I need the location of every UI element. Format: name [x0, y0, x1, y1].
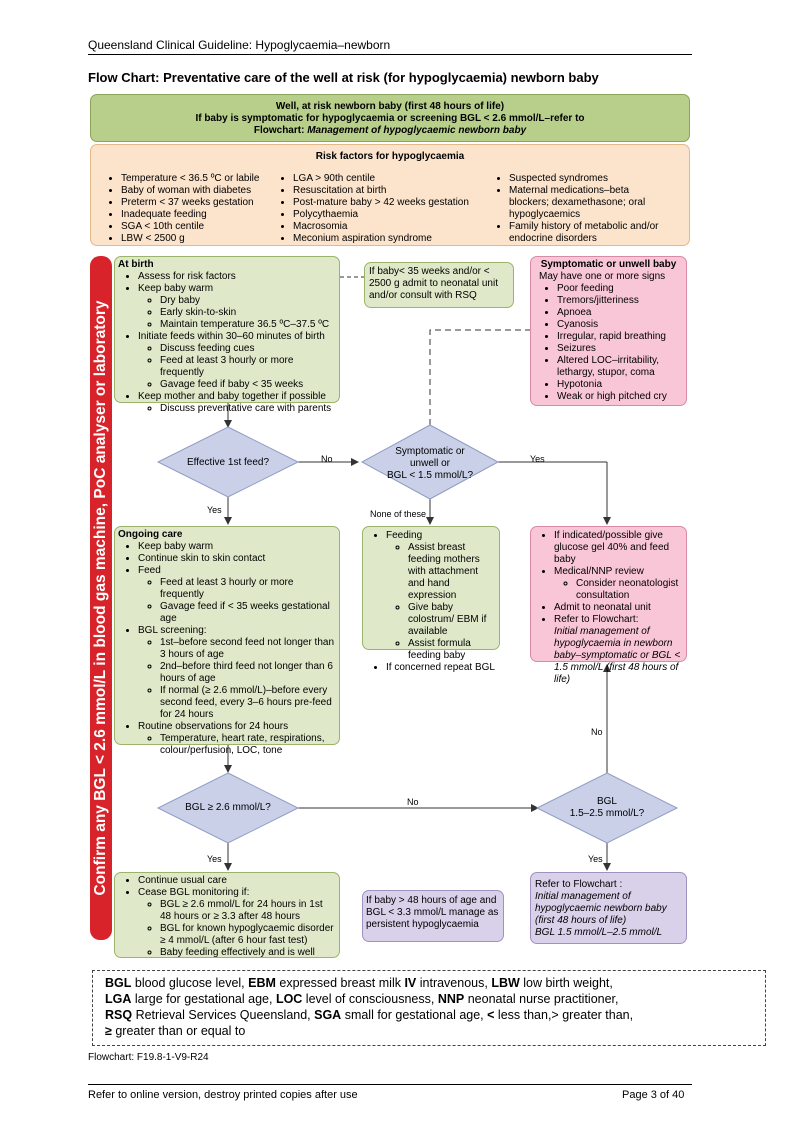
edge-label-yes-feed: Yes — [207, 505, 222, 515]
edge-label-yes-bgl: Yes — [207, 854, 222, 864]
bgl-ge-diamond — [156, 772, 300, 844]
footer-note: Refer to online version, destroy printed… — [88, 1089, 358, 1101]
symptomatic-question: Symptomatic or unwell or BGL < 1.5 mmol/… — [386, 446, 474, 481]
guideline-header: Queensland Clinical Guideline: Hypoglyca… — [88, 38, 391, 52]
indicated-box: If indicated/possible give glucose gel 4… — [530, 526, 687, 685]
well-at-risk-box: Well, at risk newborn baby (first 48 hou… — [90, 94, 690, 142]
edge-label-yes-symptomatic: Yes — [530, 454, 545, 464]
at-birth-box: At birth Assess for risk factors Keep ba… — [114, 256, 340, 414]
risk-factors-box: Risk factors for hypoglycaemia Temperatu… — [90, 144, 690, 246]
refer-range-box: Refer to Flowchart : Initial management … — [530, 872, 687, 944]
usual-care-box: Continue usual care Cease BGL monitoring… — [114, 872, 340, 958]
effective-feed-diamond — [156, 426, 300, 498]
risk-list-col3: Suspected syndromesMaternal medications–… — [489, 173, 669, 245]
symptomatic-box: Symptomatic or unwell baby May have one … — [530, 256, 687, 406]
page-title: Flow Chart: Preventative care of the wel… — [88, 70, 599, 85]
admit-note-box: If baby< 35 weeks and/or < 2500 g admit … — [364, 262, 514, 308]
bgl-range-label: BGL 1.5–2.5 mmol/L? — [569, 796, 645, 819]
edge-label-yes-range: Yes — [588, 854, 603, 864]
confirm-bgl-text: Confirm any BGL < 2.6 mmol/L in blood ga… — [92, 300, 109, 896]
risk-list-col1: Temperature < 36.5 ºC or labileBaby of w… — [101, 173, 266, 245]
effective-feed-label: Effective 1st feed? — [186, 457, 270, 468]
edge-label-no-feed: No — [321, 454, 333, 464]
edge-label-no-bgl: No — [407, 797, 419, 807]
footer-divider — [88, 1084, 692, 1085]
page-number: Page 3 of 40 — [622, 1089, 685, 1101]
edge-label-no-range: No — [591, 727, 603, 737]
ongoing-care-box: Ongoing care Keep baby warm Continue ski… — [114, 526, 340, 756]
confirm-bgl-side-bar — [90, 256, 112, 940]
risk-factors-title: Risk factors for hypoglycaemia — [315, 151, 465, 162]
persistent-hypo-box: If baby > 48 hours of age and BGL < 3.3 … — [362, 890, 504, 942]
risk-list-col2: LGA > 90th centileResuscitation at birth… — [273, 173, 488, 245]
edge-label-none: None of these — [370, 509, 427, 519]
bgl-ge-label: BGL ≥ 2.6 mmol/L? — [185, 802, 271, 813]
bgl-range-diamond — [535, 772, 679, 844]
header-divider — [88, 54, 692, 55]
flowchart-id: Flowchart: F19.8-1-V9-R24 — [88, 1052, 209, 1063]
abbreviations-box: BGL blood glucose level, EBM expressed b… — [92, 970, 766, 1046]
feeding-box: Feeding Assist breast feeding mothers wi… — [362, 526, 500, 673]
symptomatic-diamond — [360, 424, 500, 500]
